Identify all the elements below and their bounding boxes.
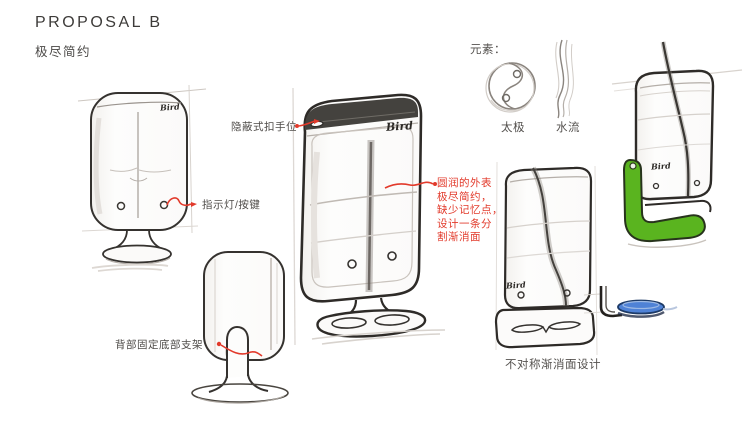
sketch-asymmetric-view	[494, 161, 598, 356]
sketch-green-frame-view	[611, 41, 743, 248]
annotation-pointer-lines	[166, 119, 437, 357]
brand-logo: Bird	[650, 160, 671, 172]
brand-logo: Bird	[505, 279, 526, 291]
taichi-icon	[485, 62, 536, 113]
element-label-taichi: 太极	[501, 122, 525, 134]
sketch-main-view	[292, 87, 446, 346]
sketch-blue-base-detail	[583, 286, 678, 318]
annotation-rear-bracket: 背部固定底部支架	[115, 339, 203, 351]
caption-asymmetric-design: 不对称渐消面设计	[505, 359, 601, 371]
sketch-back-view	[191, 251, 289, 404]
waterflow-icon	[555, 39, 574, 119]
element-label-waterflow: 水流	[556, 122, 580, 134]
page-title: PROPOSAL B	[35, 14, 163, 31]
annotation-indicator-button: 指示灯/按键	[202, 199, 261, 211]
elements-heading: 元素：	[470, 44, 506, 56]
annotation-design-note: 圆润的外表 极尽简约， 缺少记忆点， 设计一条分 割渐消面	[437, 177, 503, 243]
brand-logo: Bird	[385, 119, 414, 134]
page-subtitle: 极尽简约	[35, 45, 92, 59]
annotation-hidden-handle: 隐蔽式扣手位	[231, 121, 297, 133]
brand-logo: Bird	[159, 101, 180, 113]
sketch-front-view	[77, 84, 207, 272]
